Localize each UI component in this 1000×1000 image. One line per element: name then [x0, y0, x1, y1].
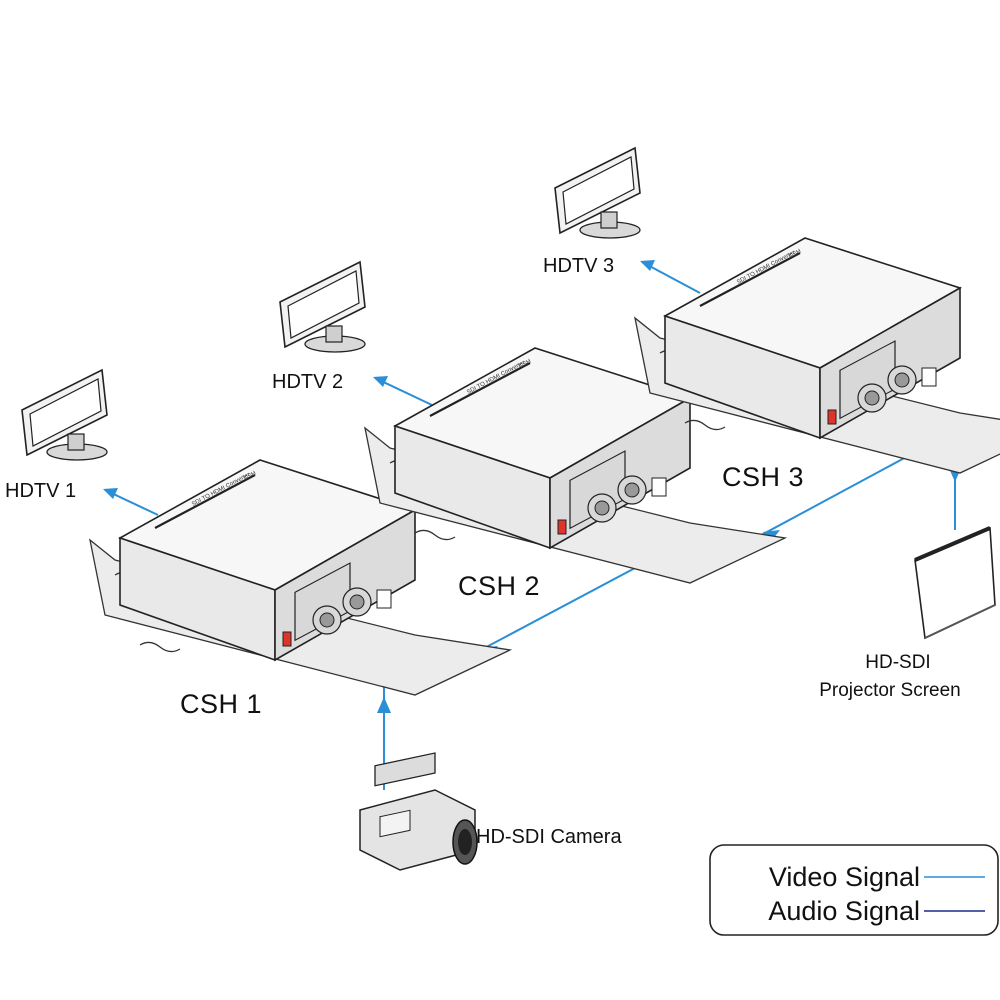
- arrow-hdtv3: [640, 260, 655, 271]
- arrow-hdtv1: [103, 488, 118, 499]
- converter-csh1[interactable]: CSH SDI TO HDMI Converter: [88, 458, 512, 697]
- hdtv2-monitor[interactable]: [279, 260, 366, 353]
- csh2-label: CSH 2: [458, 571, 540, 601]
- hdtv1-monitor[interactable]: [21, 368, 108, 461]
- hdtv1-label: HDTV 1: [5, 480, 76, 502]
- csh1-label: CSH 1: [180, 689, 262, 719]
- camera-icon[interactable]: [359, 752, 478, 871]
- hdtv3-monitor[interactable]: [554, 146, 641, 239]
- legend: Video Signal Audio Signal: [709, 844, 999, 936]
- csh3-brand: CSH: [788, 249, 802, 260]
- projector-screen[interactable]: [914, 526, 996, 640]
- csh3-label: CSH 3: [722, 462, 804, 492]
- arrow-camera-up: [377, 697, 391, 713]
- legend-video-label: Video Signal: [769, 862, 920, 892]
- projector-label-line1: HD-SDI: [865, 652, 930, 673]
- legend-audio-label: Audio Signal: [768, 896, 920, 926]
- arrow-hdtv2: [373, 376, 388, 387]
- csh1-brand: CSH: [243, 471, 257, 482]
- projector-label-line2: Projector Screen: [819, 680, 961, 701]
- hdtv3-label: HDTV 3: [543, 255, 614, 277]
- hdtv2-label: HDTV 2: [272, 371, 343, 393]
- csh2-brand: CSH: [518, 359, 532, 370]
- camera-label: HD-SDI Camera: [476, 826, 622, 848]
